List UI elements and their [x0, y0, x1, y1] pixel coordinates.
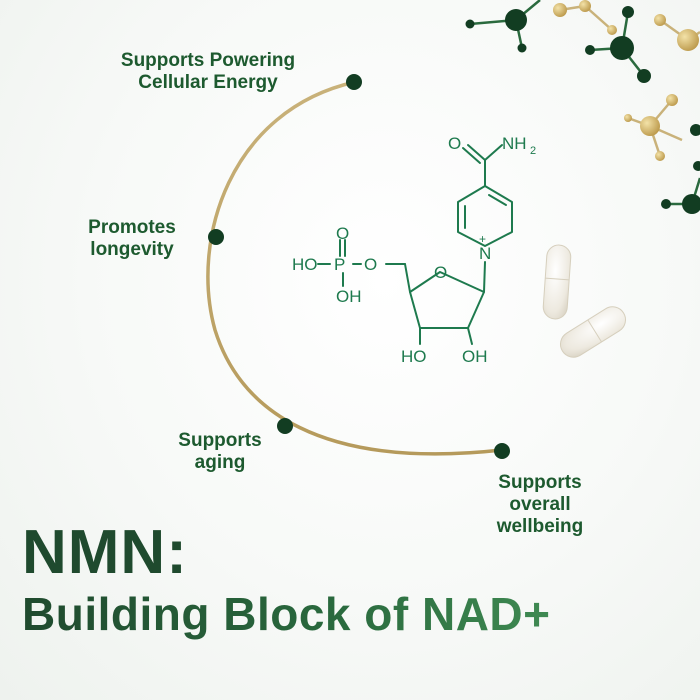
benefit-wellbeing: Supports overall wellbeing	[470, 472, 610, 538]
benefit-line: Supports	[178, 430, 262, 451]
benefit-line: Promotes	[88, 217, 176, 238]
molecule-label: NH	[502, 134, 527, 153]
benefit-line: aging	[194, 452, 246, 473]
molecule-label: O	[434, 263, 447, 282]
benefit-cellular-energy: Supports Powering Cellular Energy	[88, 50, 328, 94]
arc-node-longevity	[208, 229, 224, 245]
benefit-aging: Supports aging	[150, 430, 290, 474]
benefit-longevity: Promotes longevity	[62, 217, 202, 261]
molecule-label: O	[364, 255, 377, 274]
molecule-label: P	[334, 255, 345, 274]
arc-node-aging	[277, 418, 293, 434]
capsule-icon	[559, 306, 627, 358]
molecule-label: OH	[336, 287, 362, 306]
capsule-icon	[542, 244, 572, 320]
benefit-arc	[206, 80, 504, 456]
headline-title: NMN:	[22, 518, 188, 587]
molecule-label: O	[336, 224, 349, 243]
molecule-label: HO	[292, 255, 318, 274]
benefit-line: wellbeing	[496, 516, 584, 537]
molecule-label: +	[479, 232, 486, 246]
molecule-label: N	[479, 244, 491, 263]
benefit-line: overall	[509, 494, 571, 515]
molecule-label: 2	[530, 145, 536, 157]
benefit-line: longevity	[90, 239, 174, 260]
molecule-label: O	[448, 134, 461, 153]
benefit-line: Cellular Energy	[138, 72, 278, 93]
headline: NMN: Building Block of NAD+	[22, 520, 551, 642]
nmn-molecule-structure	[317, 144, 513, 345]
molecule-label: HO	[401, 347, 427, 366]
benefit-line: Supports Powering	[120, 50, 296, 71]
molecule-label: OH	[462, 347, 488, 366]
arc-node-energy	[346, 74, 362, 90]
benefit-line: Supports	[498, 472, 582, 493]
arc-node-wellbeing	[494, 443, 510, 459]
headline-subtitle: Building Block of NAD+	[22, 588, 551, 640]
molecule-network-decoration	[465, 0, 700, 214]
